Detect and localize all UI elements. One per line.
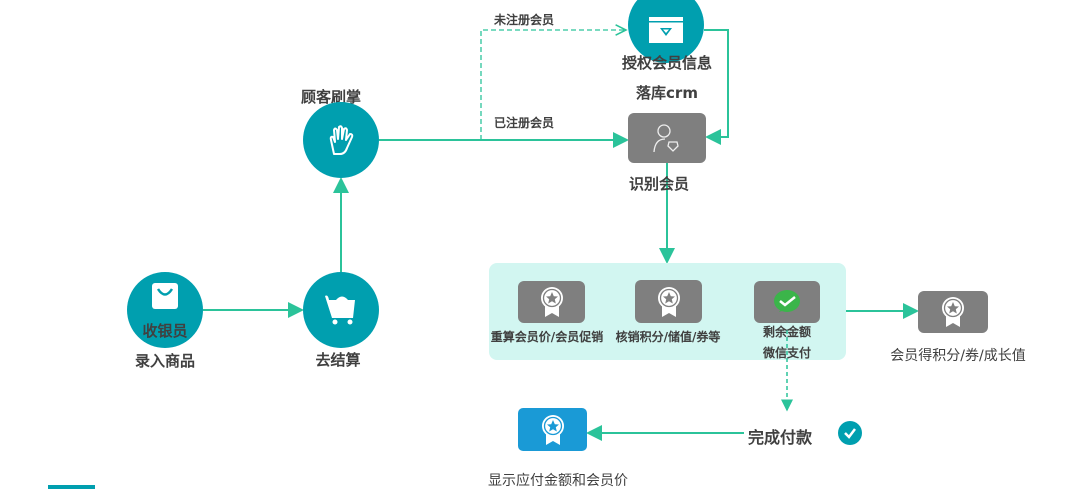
palm-label: 顾客刷掌 [300, 88, 362, 106]
arrow-unregistered [480, 30, 626, 140]
recalc-label: 重算会员价/会员促销 [490, 330, 604, 344]
cashier-node [127, 272, 203, 348]
display-label: 显示应付金额和会员价 [488, 473, 628, 489]
redeem-node [635, 280, 702, 323]
identify-label: 识别会员 [628, 175, 690, 193]
badge-icon [942, 297, 964, 327]
checkout-node [303, 272, 379, 348]
rewards-label: 会员得积分/券/成长值 [890, 348, 1026, 364]
badge-icon [541, 414, 564, 445]
cashier-subtitle: 录入商品 [134, 352, 196, 370]
arrow-authorize-to-identify [704, 29, 729, 145]
authorize-label-1: 授权会员信息 [621, 54, 713, 72]
edge-label-unregistered: 未注册会员 [494, 13, 555, 27]
checkout-label: 去结算 [315, 351, 361, 369]
check-circle-icon [838, 421, 862, 445]
complete-label: 完成付款 [748, 428, 813, 447]
authorize-label-2: 落库crm [636, 84, 698, 102]
display-node [518, 408, 587, 451]
palm-icon [329, 125, 354, 155]
member-user-icon [653, 124, 679, 153]
wechat-label-2: 微信支付 [762, 346, 812, 360]
membership-card-icon [649, 17, 683, 43]
accent-bar [48, 485, 95, 489]
recalc-node [518, 281, 585, 323]
badge-icon [540, 287, 563, 317]
palm-node [303, 102, 379, 178]
wechat-pay-icon [774, 290, 800, 312]
shopping-cart-icon [325, 295, 355, 325]
edge-label-registered: 已注册会员 [494, 116, 555, 130]
wechat-pay-node [754, 281, 820, 323]
shopping-bag-icon [152, 283, 178, 309]
rewards-node [918, 291, 988, 333]
badge-icon [657, 286, 680, 317]
redeem-label: 核销积分/储值/券等 [615, 330, 721, 344]
authorize-node [628, 0, 704, 63]
identify-node [628, 113, 706, 163]
cashier-title: 收银员 [142, 322, 188, 340]
wechat-label-1: 剩余金额 [762, 325, 812, 339]
